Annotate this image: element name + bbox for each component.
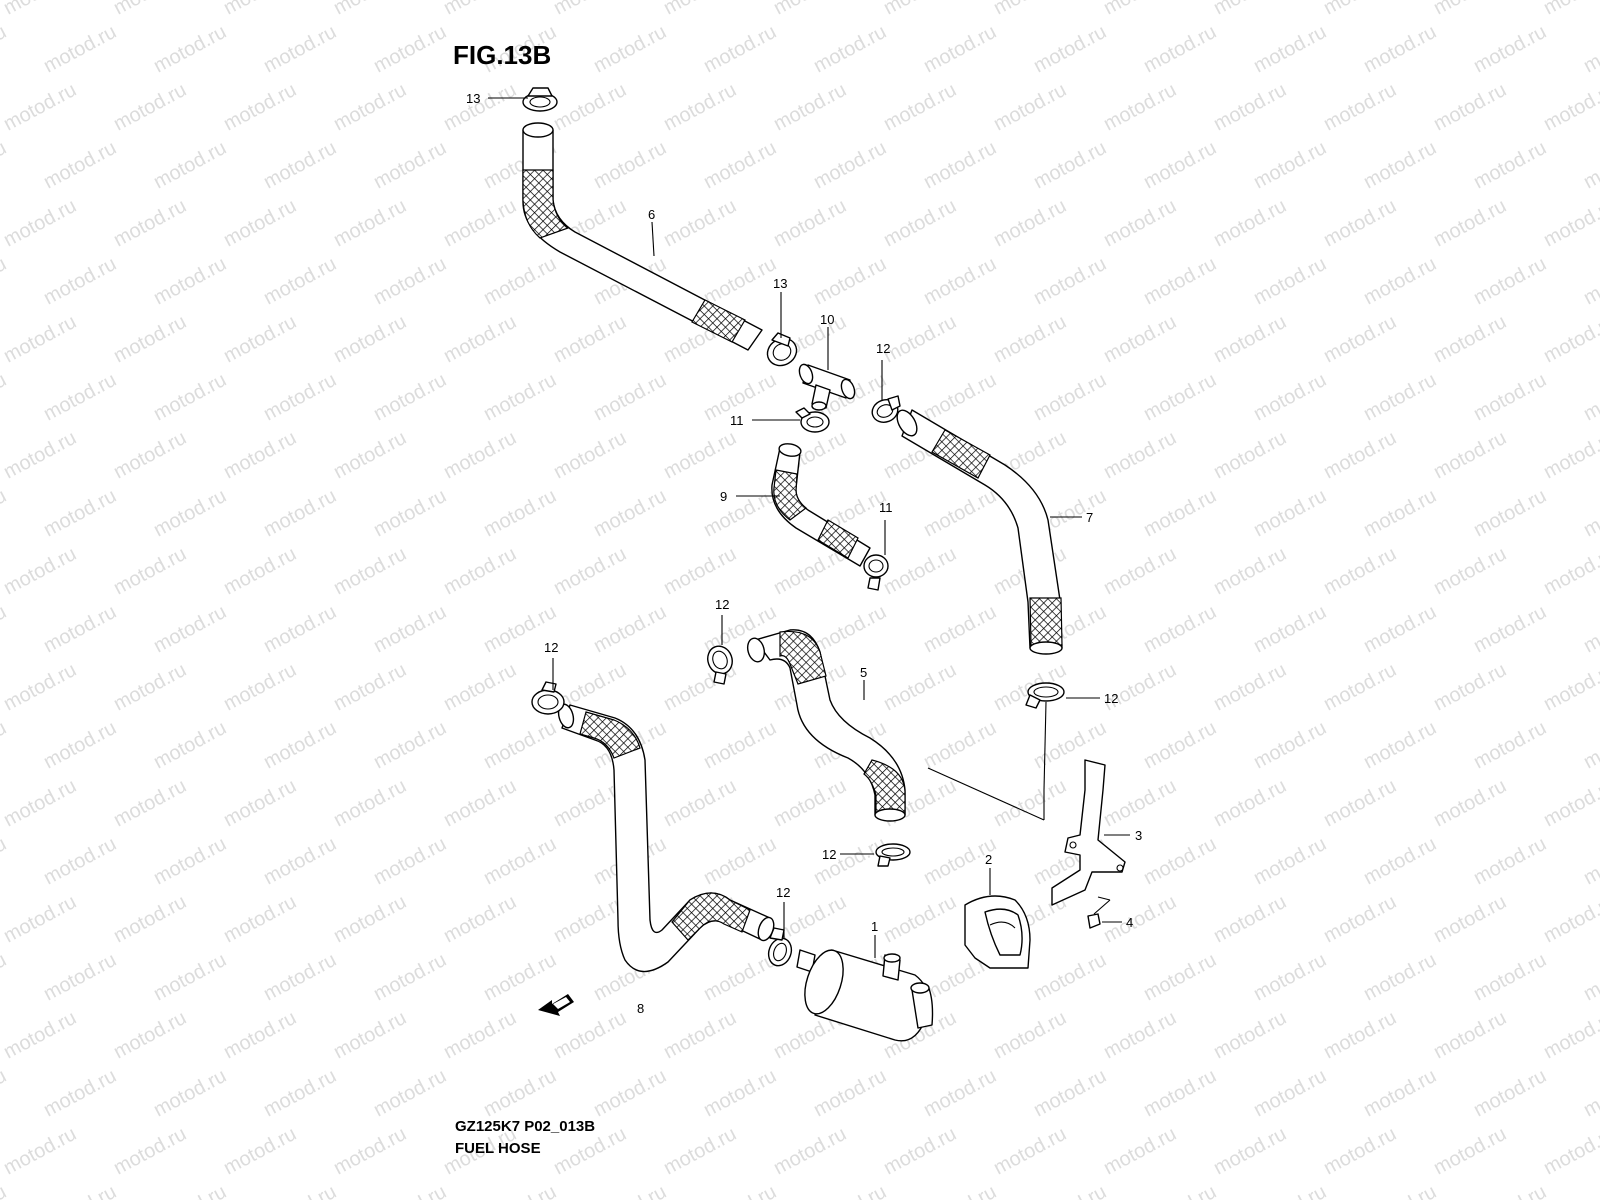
callout-8: 8	[637, 1001, 644, 1016]
clamp-12-joint	[871, 395, 901, 423]
callout-13-top: 13	[466, 91, 480, 106]
fuel-filter-1	[796, 949, 934, 1042]
callout-9: 9	[720, 489, 727, 504]
hose-5	[746, 629, 906, 822]
callout-6: 6	[648, 207, 655, 222]
callout-3: 3	[1135, 828, 1142, 843]
callout-13-mid: 13	[773, 276, 787, 291]
callout-12-hose5: 12	[715, 597, 729, 612]
callout-11-top: 11	[730, 413, 744, 428]
clamp-12-right	[1025, 682, 1065, 709]
clamp-13-mid	[766, 332, 798, 367]
callout-4: 4	[1126, 915, 1133, 930]
clamp-12-filter	[767, 927, 793, 967]
leader-lines	[488, 97, 1130, 958]
bracket-3	[1051, 759, 1126, 906]
callout-12-hose8-top: 12	[544, 640, 558, 655]
clamp-11-top	[795, 407, 830, 433]
hose-8	[557, 703, 775, 973]
figure-title: FIG.13B	[453, 40, 552, 70]
callout-10: 10	[820, 312, 834, 327]
holder-2	[964, 895, 1031, 969]
callout-7: 7	[1086, 510, 1093, 525]
diagram-code: GZ125K7 P02_013B	[455, 1118, 596, 1135]
hose-7	[896, 409, 1063, 655]
callout-2: 2	[985, 852, 992, 867]
hose-6	[522, 122, 763, 351]
callout-11-low: 11	[879, 500, 893, 515]
callout-12-right: 12	[1104, 691, 1118, 706]
callout-1: 1	[871, 919, 878, 934]
diagram-name: FUEL HOSE	[455, 1140, 541, 1157]
front-arrow-icon	[538, 994, 574, 1016]
joint-10	[798, 363, 856, 411]
clamp-11-low	[863, 554, 889, 591]
clamp-12-hose5	[707, 645, 733, 685]
callout-12-filter: 12	[776, 885, 790, 900]
clamp-13-top	[522, 87, 558, 112]
callout-5: 5	[860, 665, 867, 680]
callout-12-joint: 12	[876, 341, 890, 356]
hose-9	[771, 443, 871, 567]
callout-12-hose5-bottom: 12	[822, 847, 836, 862]
bolt-4	[1087, 896, 1111, 929]
clamp-12-hose5-bottom	[875, 843, 911, 867]
clamp-12-hose8-top	[531, 681, 565, 715]
